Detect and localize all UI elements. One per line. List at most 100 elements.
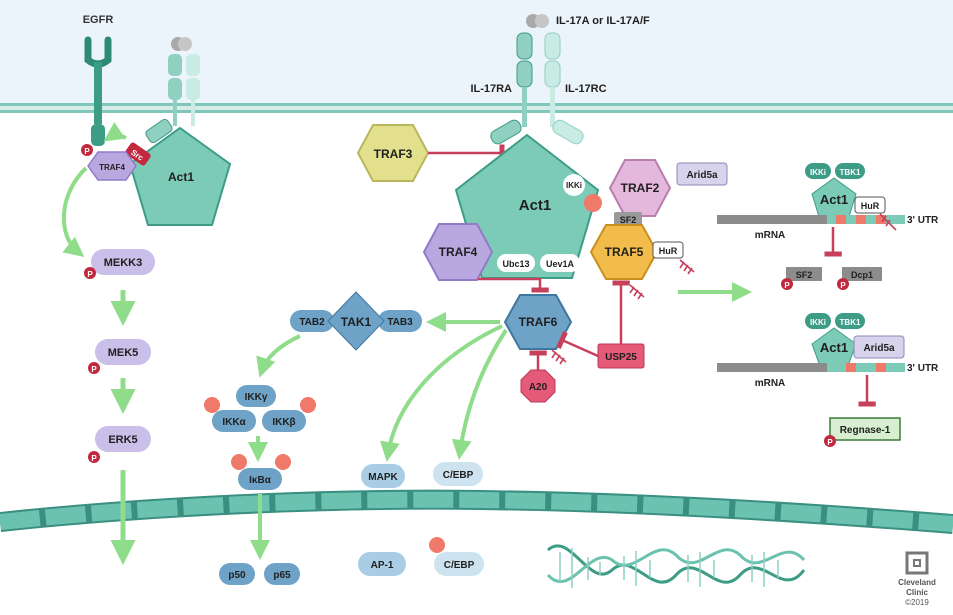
ikki-center-label: IKKi [566,181,582,190]
traf6-node [503,294,573,350]
tbk1-rb-node [835,313,865,329]
nuclear-envelope [0,489,953,534]
traf6-ubiquitin-chain [551,349,567,365]
mek5-phospho: P [88,362,100,374]
traf4-inhibit-line [478,277,549,293]
ubc13-node [497,254,535,272]
ikba-node [238,468,282,490]
ikka-node [212,410,256,432]
ikkg-label: IKKγ [245,392,268,403]
traf2-label: TRAF2 [621,181,660,195]
traf4-center-label: TRAF4 [439,245,478,259]
act1-rt-label: Act1 [820,192,848,207]
tab2-label: TAB2 [299,317,325,328]
a20-node [520,369,556,403]
hur-rt-ubiquitin-chain [879,213,897,231]
dcp1-rt-node [842,267,882,281]
tbk1-rt-node [835,163,865,179]
regnase-phospho: P [824,435,836,447]
tab2-node [290,310,334,332]
traf5-label: TRAF5 [605,245,644,259]
hur-rt-label: HuR [861,201,880,211]
uev1a-node [540,254,580,272]
ikba-phospho-dot-left [231,454,247,470]
utr-rt-label: 3' UTR [907,215,939,226]
hur-rt-node [854,196,886,214]
traf4-left-label: TRAF4 [99,163,125,172]
egfr-to-mekk3-arrow [61,166,88,258]
cebp-cytosol-node [433,462,483,486]
svg-text:P: P [827,438,833,447]
act1-left-label: Act1 [168,170,194,184]
logo-line1: Cleveland [898,578,936,587]
cebp-cytosol-label: C/EBP [443,470,474,481]
tab3-node [378,310,422,332]
src-to-egfr-arrow [103,122,127,142]
utr-rb-label: 3' UTR [907,363,939,374]
logo-line2: Clinic [906,588,928,597]
arid5a-rb-node [853,335,905,359]
ikki-rb-label: IKKi [810,318,826,327]
mapk-node [361,464,405,488]
mekk3-label: MEKK3 [104,257,143,269]
extracellular-space [0,0,953,104]
p50-label: p50 [228,570,246,581]
svg-text:P: P [840,281,846,290]
traf6-to-mapk-arrow [380,324,503,462]
hur-ubiquitin-chain [679,259,695,275]
tak1-to-ikk-arrow [256,334,301,378]
usp25-inhibit-traf6 [556,330,599,358]
regnase-label: Regnase-1 [840,425,891,436]
p65-label: p65 [273,570,291,581]
dcp1-rt-phospho: P [837,278,849,290]
arid5a-center-node [676,162,728,186]
dcp1-rt-label: Dcp1 [851,270,873,280]
ikka-label: IKKα [222,417,246,428]
cebp-nucleus-phospho-dot [429,537,445,553]
traf3-label: TRAF3 [374,147,413,161]
tak1-label: TAK1 [341,315,372,329]
ubc13-label: Ubc13 [502,259,529,269]
hur-center-label: HuR [659,246,678,256]
uev1a-label: Uev1A [546,259,575,269]
svg-text:P: P [784,281,790,290]
src-node [125,142,151,166]
il17-ligand [526,14,549,28]
sf2-rt-phospho: P [781,278,793,290]
tbk1-rt-label: TBK1 [840,168,861,177]
erk5-node [95,426,151,452]
dna-helix [546,544,806,588]
act1-left-sefir [145,118,173,144]
mekk3-phospho: P [84,267,96,279]
traf6-label: TRAF6 [519,315,558,329]
usp25-label: USP25 [605,352,637,363]
mrna-rb-strand [717,363,905,372]
act1-center-label: Act1 [519,197,552,214]
left-il17-receptor [168,37,200,126]
ikki-phospho-dot [584,194,602,212]
logo-copyright: ©2019 [905,598,929,607]
traf6-to-cebp-arrow [451,328,508,460]
svg-text:P: P [87,270,93,279]
hur-center-node [652,241,684,259]
egfr-receptor [84,36,112,146]
regnase-node [829,417,901,441]
ligand-label: IL-17A or IL-17A/F [556,15,650,27]
tak1-node [327,291,385,351]
il17rc-label: IL-17RC [565,83,607,95]
ap1-label: AP-1 [371,560,394,571]
mrna-rt-strand [717,215,905,224]
egfr-phospho: P [81,144,93,156]
tbk1-rb-label: TBK1 [840,318,861,327]
act1-rb-label: Act1 [820,340,848,355]
ikkb-label: IKKβ [272,417,295,428]
svg-text:P: P [84,147,90,156]
cebp-nucleus-label: C/EBP [444,560,475,571]
erk5-label: ERK5 [108,434,137,446]
mrna-rt-label: mRNA [755,230,786,241]
ikba-label: IκBα [249,475,272,486]
ikki-rt-node [805,163,831,179]
il17ra-receptor [490,32,533,145]
